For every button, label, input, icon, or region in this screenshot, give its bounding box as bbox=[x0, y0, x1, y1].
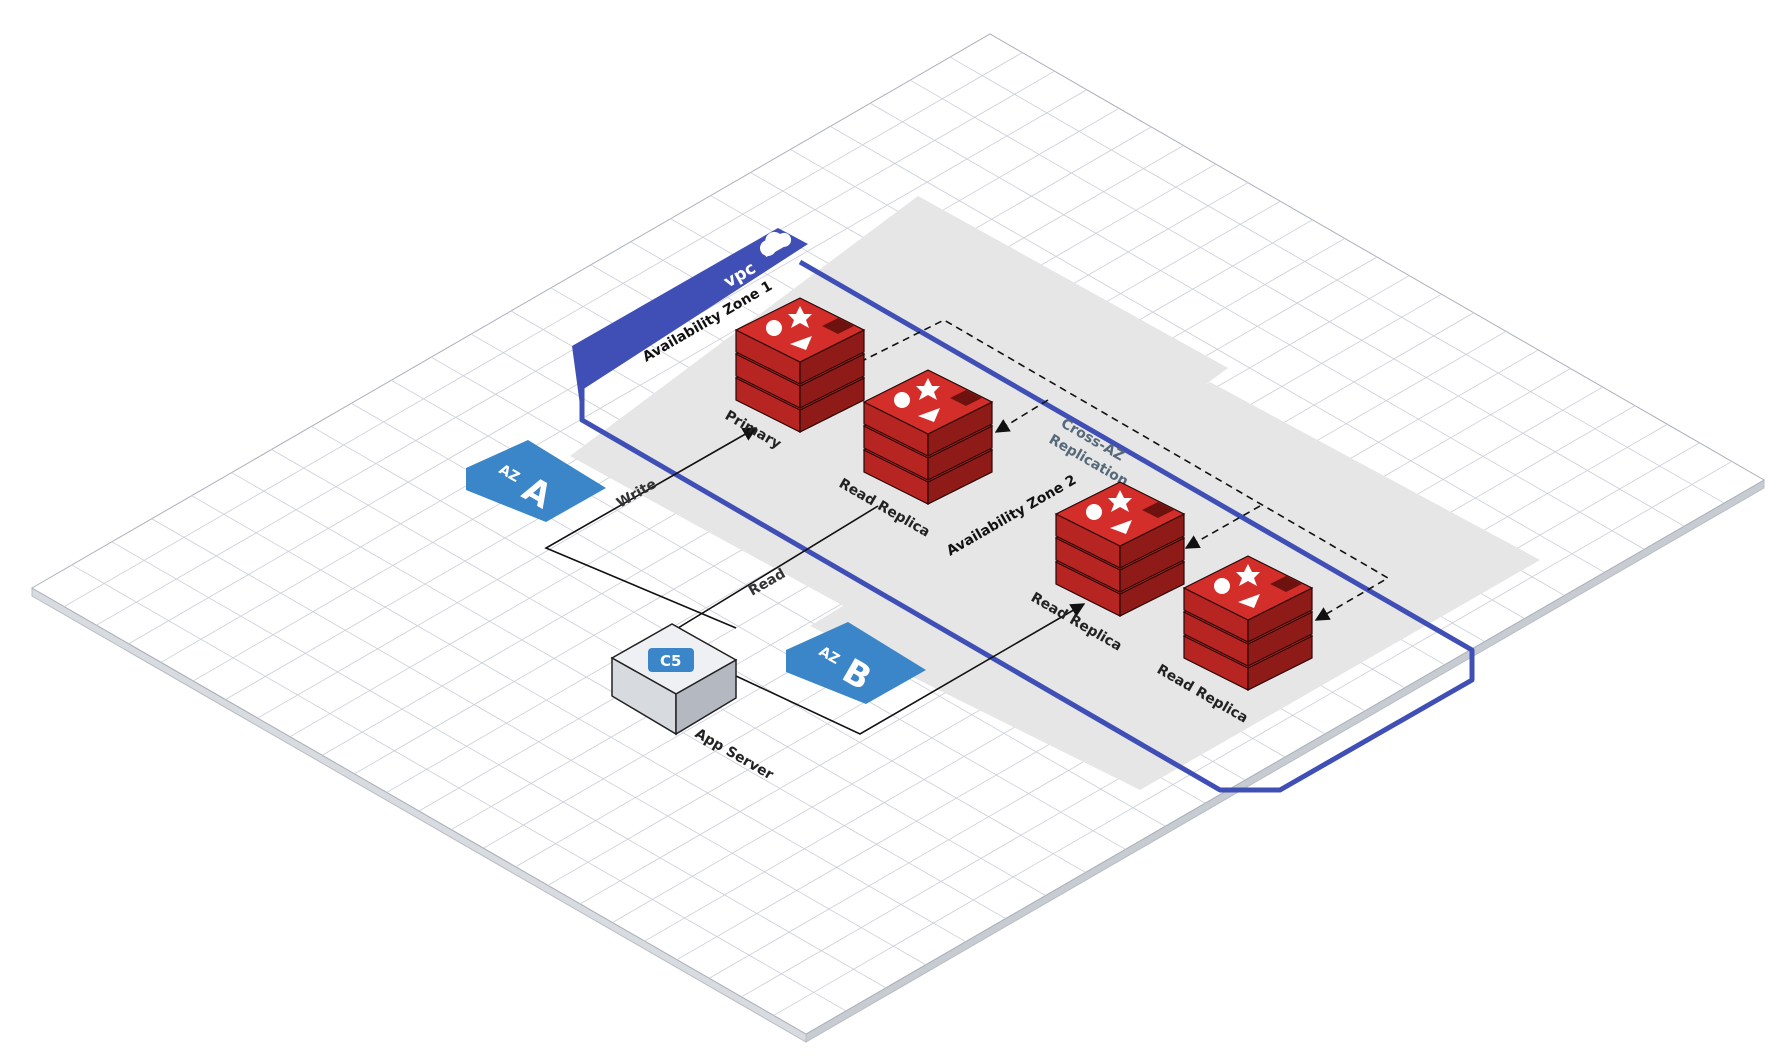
c5-label: C5 bbox=[660, 652, 681, 670]
connections bbox=[544, 427, 1086, 735]
read-replica-2-node[interactable] bbox=[1054, 481, 1186, 617]
az-a-badge: AZ A bbox=[466, 440, 606, 522]
primary-node[interactable] bbox=[734, 297, 866, 433]
read-connection-1 bbox=[677, 505, 879, 629]
read-replica-1-node[interactable] bbox=[862, 369, 994, 505]
az-b-badge: AZ B bbox=[786, 622, 926, 704]
read-replica-3-node[interactable] bbox=[1182, 555, 1314, 691]
c5-badge bbox=[648, 648, 694, 672]
app-server-node[interactable]: C5 bbox=[610, 623, 738, 736]
redis-icon bbox=[766, 306, 854, 350]
redis-icon bbox=[894, 378, 982, 422]
read-connection-2 bbox=[735, 603, 1086, 735]
cloud-icon bbox=[760, 231, 792, 258]
redis-icon bbox=[1086, 490, 1174, 534]
vpc-boundary bbox=[572, 228, 1475, 793]
redis-icon bbox=[1214, 564, 1302, 608]
write-connection bbox=[544, 427, 758, 629]
replication-connections bbox=[859, 319, 1390, 621]
